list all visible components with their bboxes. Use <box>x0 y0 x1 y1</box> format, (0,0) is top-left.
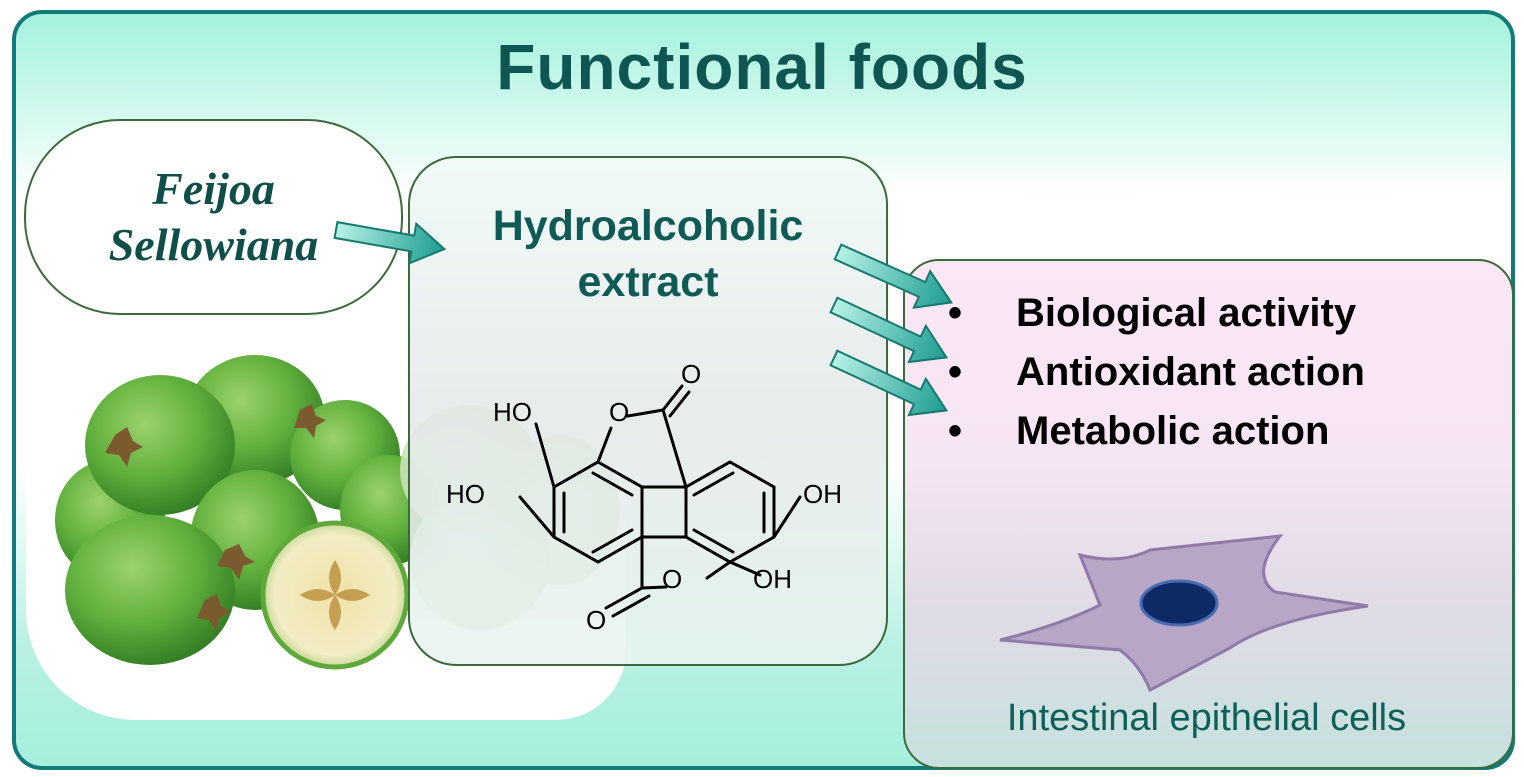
atom-label: OH <box>803 479 842 509</box>
arrow-extract-to-effects-3 <box>829 349 949 417</box>
atom-label: O <box>681 359 701 389</box>
effects-box <box>903 259 1514 769</box>
atom-label: O <box>609 397 629 427</box>
source-pill: Feijoa Sellowiana <box>24 119 403 315</box>
bullet-mark: • <box>948 350 963 394</box>
extract-box: Hydroalcoholic extract <box>408 156 888 666</box>
figure-title: Functional foods <box>496 31 1028 103</box>
atom-label: HO <box>493 397 532 427</box>
extract-line-1: Hydroalcoholic <box>492 202 804 250</box>
epithelial-cell-icon <box>999 534 1369 693</box>
atom-label: HO <box>446 479 485 509</box>
atom-label: O <box>662 564 682 594</box>
fruit <box>85 375 235 515</box>
atom-label: OH <box>753 564 792 594</box>
atom-label: O <box>586 605 606 635</box>
source-line-2: Sellowiana <box>108 219 319 270</box>
source-line-1: Feijoa <box>152 163 275 214</box>
arrow-extract-to-effects-2 <box>829 296 949 364</box>
effect-item: •Metabolic action <box>948 406 1365 465</box>
bullet-mark: • <box>948 409 963 453</box>
fruit <box>65 515 235 665</box>
cell-caption: Intestinal epithelial cells <box>1006 697 1407 739</box>
cell-nucleus <box>1139 579 1219 627</box>
extract-line-2: extract <box>577 258 719 306</box>
effects-list: •Biological activity •Antioxidant action… <box>948 288 1365 465</box>
arrow-extract-to-effects-1 <box>833 243 954 309</box>
effect-item: •Antioxidant action <box>948 347 1365 406</box>
ellagic-acid-structure <box>518 384 802 618</box>
effect-item: •Biological activity <box>948 288 1365 347</box>
arrow-source-to-extract <box>333 220 447 265</box>
